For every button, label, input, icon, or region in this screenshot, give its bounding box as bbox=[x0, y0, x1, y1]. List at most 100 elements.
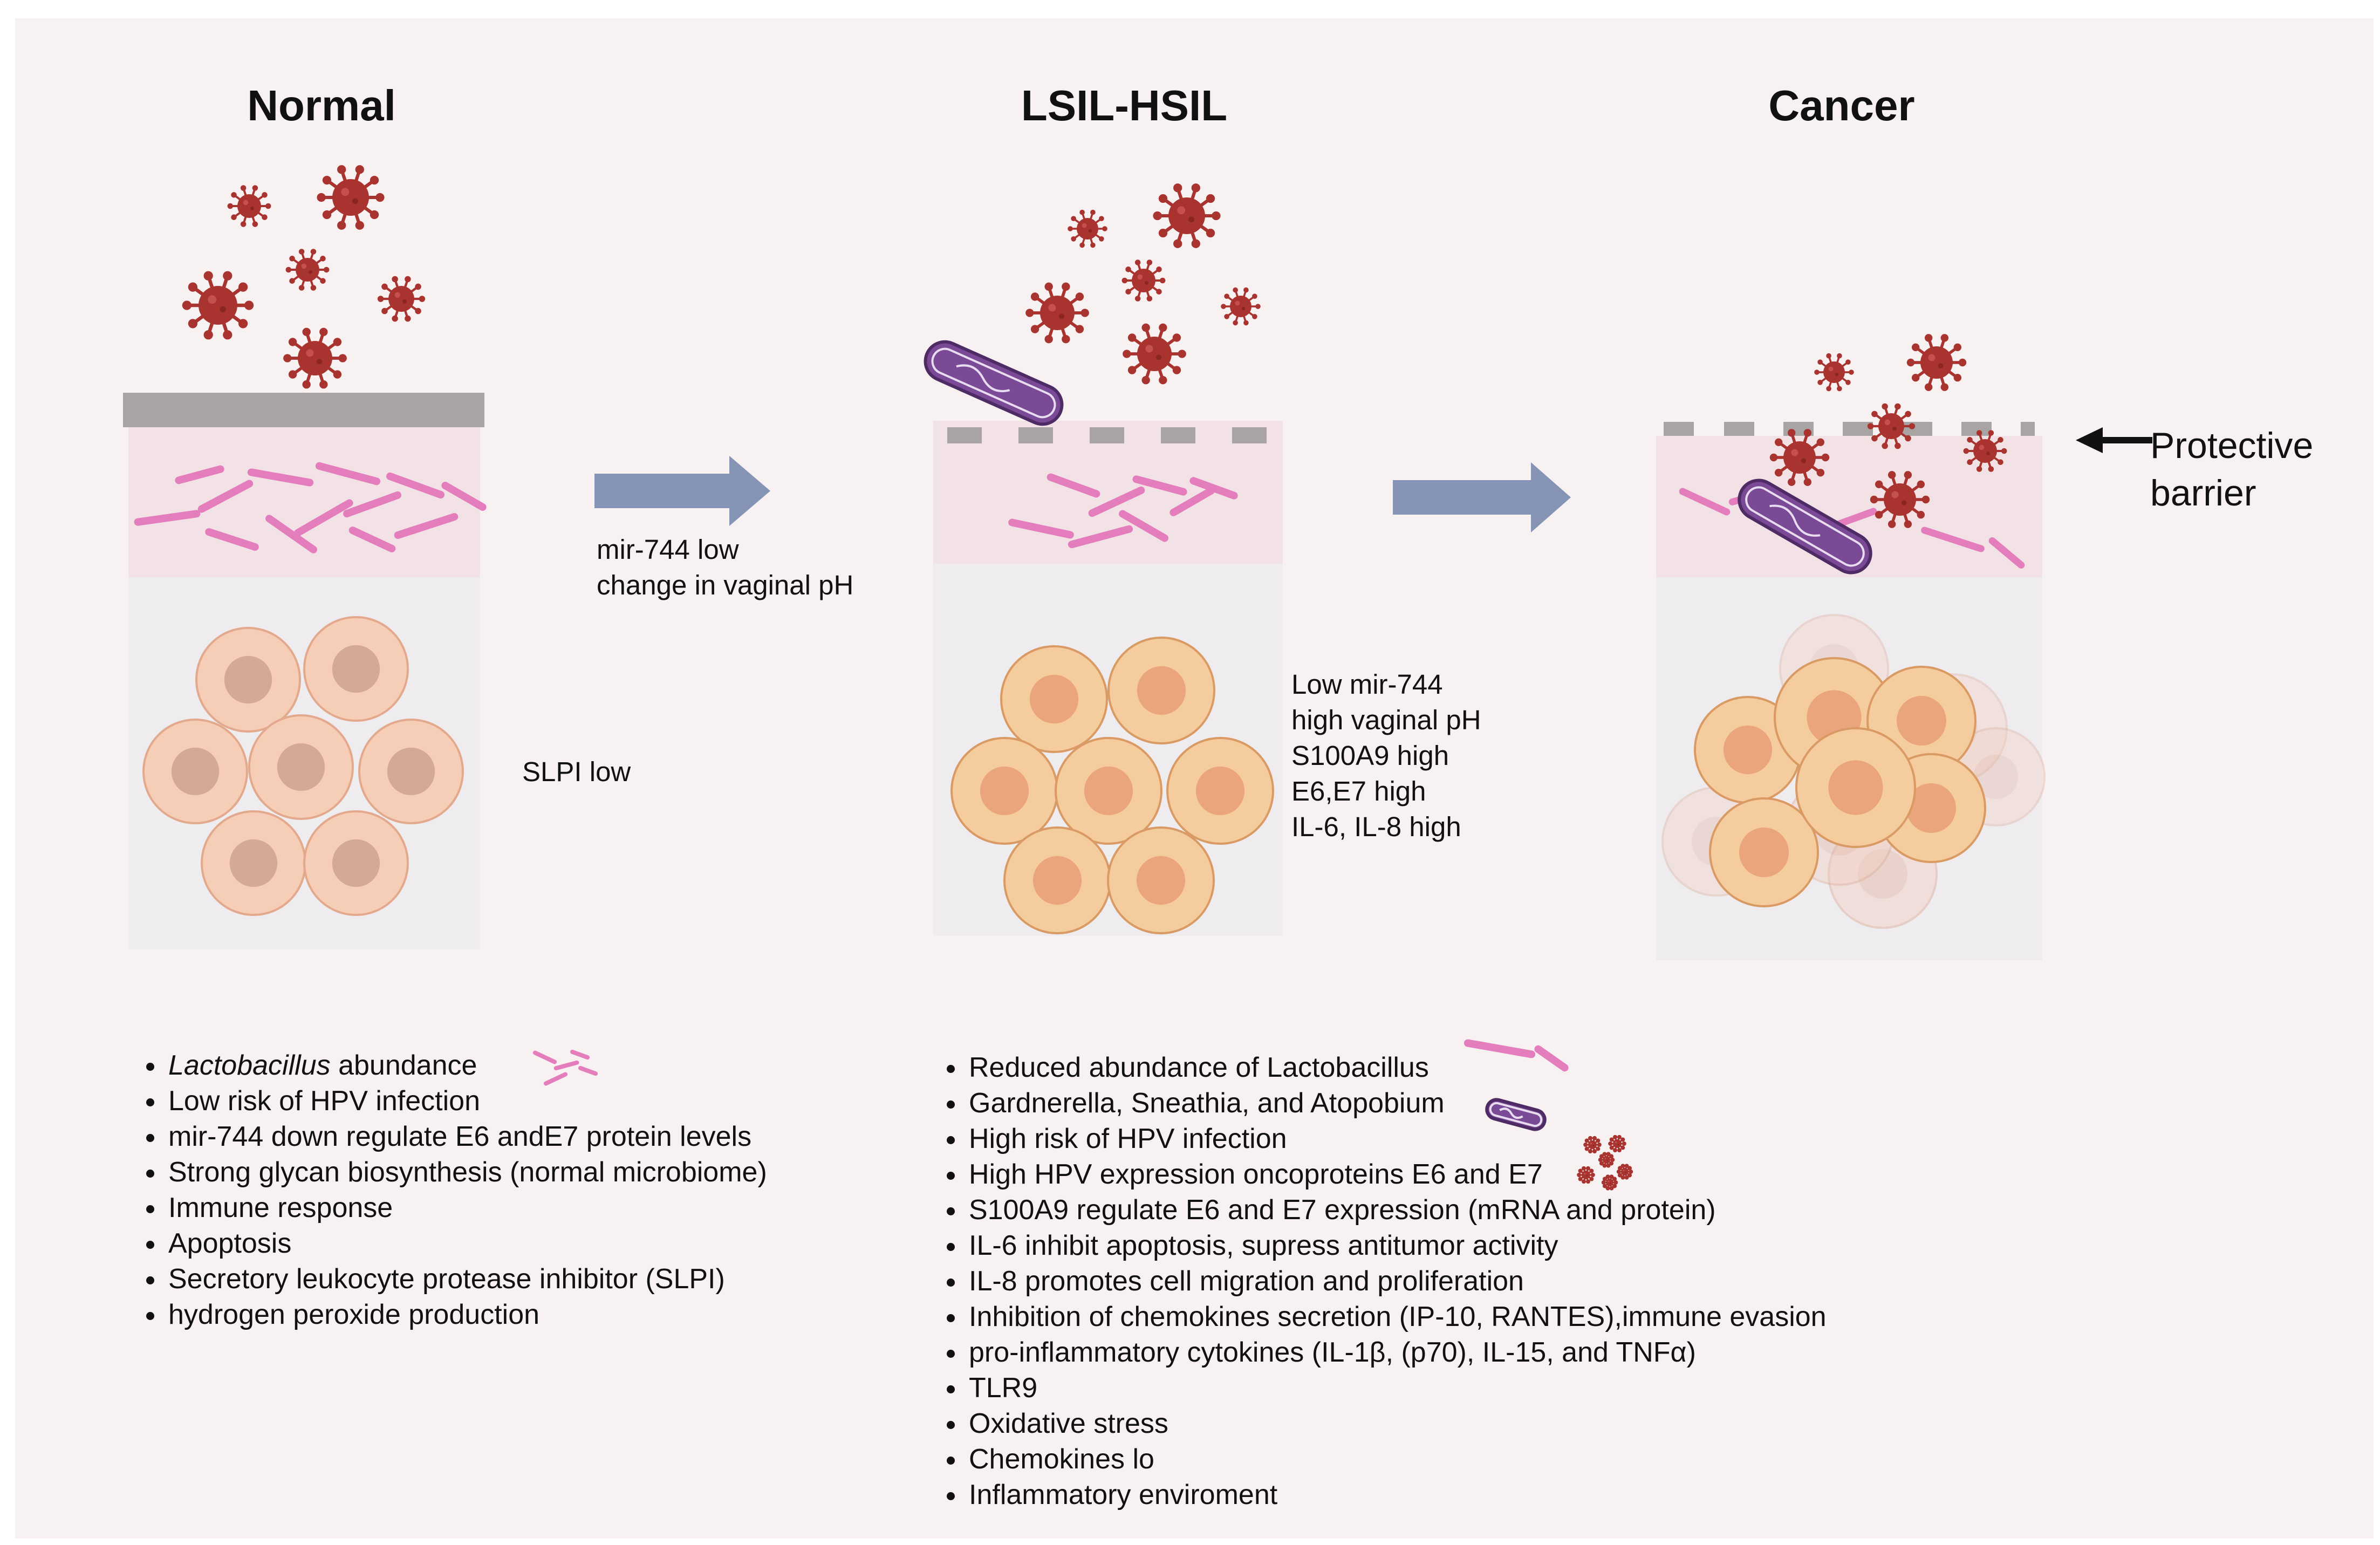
normal-protective-barrier bbox=[123, 393, 484, 427]
lactobacillus-icon bbox=[1008, 518, 1074, 539]
cell-icon bbox=[303, 616, 409, 722]
lactobacillus-icon bbox=[265, 515, 317, 553]
lactobacillus-icon bbox=[570, 1049, 590, 1060]
virus-icon bbox=[1867, 403, 1916, 449]
virus-icon bbox=[182, 271, 254, 340]
cell-icon bbox=[195, 627, 301, 733]
normal-cell-cluster bbox=[142, 616, 464, 916]
cell-icon bbox=[1166, 737, 1274, 845]
cell-icon bbox=[201, 810, 306, 916]
cancer-cell-cluster bbox=[1661, 614, 2046, 929]
legend-hpv-virus-icon bbox=[1577, 1134, 1633, 1191]
list-item: Inhibition of chemokines secretion (IP-1… bbox=[967, 1299, 1827, 1335]
virus-icon bbox=[1025, 282, 1089, 344]
list-item: S100A9 regulate E6 and E7 expression (mR… bbox=[967, 1192, 1827, 1228]
lactobacillus-icon bbox=[1534, 1045, 1569, 1072]
legend-bacterium-icon bbox=[1485, 1098, 1547, 1131]
normal-note-line: SLPI low bbox=[522, 756, 631, 787]
legend-reduced-lactobacillus-icon bbox=[1463, 1039, 1569, 1072]
list-item: Gardnerella, Sneathia, and Atopobium bbox=[967, 1085, 1827, 1121]
virus-icon bbox=[1123, 323, 1186, 385]
cancer-pathogen-bacterium bbox=[1738, 478, 1872, 575]
virus-icon bbox=[1153, 183, 1221, 248]
list-item: IL-6 inhibit apoptosis, supress antitumo… bbox=[967, 1228, 1827, 1263]
virus-icon bbox=[1769, 429, 1830, 486]
lactobacillus-icon bbox=[315, 462, 381, 486]
lactobacillus-icon bbox=[441, 482, 487, 511]
lactobacillus-icon bbox=[134, 510, 201, 526]
lactobacillus-icon bbox=[197, 480, 254, 513]
bacterium-icon bbox=[924, 340, 1064, 426]
list-item: Secretory leukocyte protease inhibitor (… bbox=[166, 1261, 767, 1297]
lactobacillus-icon bbox=[348, 527, 396, 552]
lactobacillus-icon bbox=[1047, 473, 1100, 498]
lactobacillus-icon bbox=[394, 513, 459, 539]
callout-line: barrier bbox=[2150, 473, 2256, 514]
lactobacillus-icon bbox=[205, 528, 259, 551]
lactobacillus-icon bbox=[543, 1072, 568, 1086]
lsil-note-line: Low mir-744 bbox=[1291, 669, 1443, 700]
bacterium-icon bbox=[1738, 478, 1872, 575]
lactobacillus-icon bbox=[1834, 508, 1877, 528]
list-item: pro-inflammatory cytokines (IL-1β, (p70)… bbox=[967, 1335, 1827, 1370]
cell-icon bbox=[1107, 637, 1215, 744]
virus-icon bbox=[377, 276, 426, 322]
virus-icon bbox=[1577, 1166, 1595, 1184]
lactobacillus-icon bbox=[1988, 537, 2025, 569]
cell-icon bbox=[1003, 826, 1111, 934]
virus-icon bbox=[1616, 1164, 1633, 1180]
stage-title-cancer: Cancer bbox=[1768, 81, 1915, 129]
virus-icon bbox=[227, 185, 271, 227]
lsil-hsil-panel bbox=[924, 183, 1283, 936]
lsil-disrupted-barrier bbox=[947, 427, 1267, 443]
lsil-note-line: IL-6, IL-8 high bbox=[1291, 811, 1461, 842]
normal-stage-note: SLPI low bbox=[522, 754, 631, 790]
normal-mucosa-layer bbox=[128, 427, 480, 577]
virus-icon bbox=[283, 327, 347, 389]
list-item: Apoptosis bbox=[166, 1226, 767, 1261]
cell-icon bbox=[950, 737, 1058, 845]
callout-line: Protective bbox=[2150, 425, 2314, 466]
transition-note-line: mir-744 low bbox=[597, 534, 739, 565]
list-item: Lactobacillus abundance bbox=[166, 1048, 767, 1083]
cell-icon bbox=[142, 719, 248, 824]
lsil-note-line: high vaginal pH bbox=[1291, 705, 1481, 735]
virus-icon bbox=[1221, 287, 1261, 326]
lactobacillus-icon bbox=[294, 499, 353, 537]
cancer-disrupted-barrier bbox=[1664, 422, 2035, 436]
lactobacillus-icon bbox=[578, 1065, 598, 1076]
normal-lactobacillus-group bbox=[134, 462, 487, 553]
normal-virus-group bbox=[182, 165, 426, 389]
lsil-stage-note: Low mir-744 high vaginal pH S100A9 high … bbox=[1291, 667, 1481, 845]
list-item: Chemokines lo bbox=[967, 1441, 1827, 1477]
lesion-feature-list: Reduced abundance of Lactobacillus Gardn… bbox=[933, 1050, 1827, 1513]
list-item: Oxidative stress bbox=[967, 1406, 1827, 1441]
stage-title-lsil-hsil: LSIL-HSIL bbox=[1021, 81, 1228, 129]
virus-icon bbox=[1814, 353, 1854, 392]
transition-note: mir-744 low change in vaginal pH bbox=[597, 532, 853, 603]
transition-arrow-1 bbox=[594, 456, 770, 526]
list-item: Reduced abundance of Lactobacillus bbox=[967, 1050, 1827, 1085]
protective-barrier-label: Protective barrier bbox=[2150, 422, 2313, 517]
lactobacillus-icon bbox=[553, 1060, 579, 1071]
lactobacillus-icon bbox=[1068, 525, 1133, 549]
list-item: Strong glycan biosynthesis (normal micro… bbox=[166, 1154, 767, 1190]
lactobacillus-icon bbox=[532, 1050, 557, 1064]
lactobacillus-icon bbox=[1119, 510, 1168, 542]
lactobacillus-icon bbox=[1463, 1039, 1536, 1058]
list-item: TLR9 bbox=[967, 1370, 1827, 1406]
virus-icon bbox=[1906, 334, 1967, 391]
lactobacillus-icon bbox=[1132, 475, 1187, 496]
lactobacillus-icon bbox=[1679, 488, 1731, 516]
list-item: Immune response bbox=[166, 1190, 767, 1226]
lactobacillus-icon bbox=[343, 491, 401, 518]
list-item: hydrogen peroxide production bbox=[166, 1297, 767, 1332]
lactobacillus-icon bbox=[1189, 477, 1238, 500]
lactobacillus-icon bbox=[386, 472, 444, 499]
lactobacillus-icon bbox=[1921, 527, 1985, 552]
list-item-text: abundance bbox=[330, 1050, 477, 1081]
cancer-panel bbox=[1656, 334, 2046, 960]
list-item: High HPV expression oncoproteins E6 and … bbox=[967, 1157, 1827, 1192]
cell-icon bbox=[248, 714, 354, 820]
